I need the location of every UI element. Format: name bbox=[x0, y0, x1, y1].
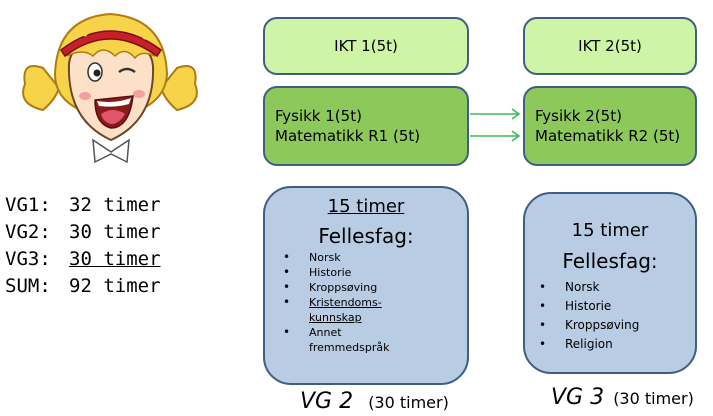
vg3-fellesfag-title: Fellesfag: bbox=[562, 249, 658, 273]
vg3-label-main: VG 3 bbox=[551, 385, 605, 410]
girl-cartoon-illustration bbox=[22, 12, 198, 164]
vg2-math-label: Matematikk R1 (5t) bbox=[275, 127, 421, 145]
vg2-fellesfag-box: 15 timer Fellesfag: Norsk Historie Kropp… bbox=[263, 186, 469, 385]
vg3-label-sub: (30 timer) bbox=[613, 389, 694, 408]
list-item: Kroppsøving bbox=[283, 280, 433, 295]
vg2-subject-list: Norsk Historie Kroppsøving Kristendoms-k… bbox=[283, 250, 433, 355]
vg2-science-list: Fysikk 1(5t) Matematikk R1 (5t) bbox=[275, 106, 420, 146]
vg2-hours: 15 timer bbox=[327, 196, 405, 217]
list-item: Kristendoms-kunnskap bbox=[283, 295, 399, 325]
vg3-math-label: Matematikk R2 (5t) bbox=[535, 127, 681, 145]
vg2-ikt-box: IKT 1(5t) bbox=[263, 17, 469, 75]
stat-label: SUM: bbox=[5, 275, 51, 297]
vg3-column-label: VG 3 (30 timer) bbox=[551, 385, 694, 410]
progression-arrows bbox=[470, 108, 521, 142]
stat-label: VG1: bbox=[5, 194, 51, 216]
vg2-science-box: Fysikk 1(5t) Matematikk R1 (5t) bbox=[263, 86, 469, 166]
list-item: Kroppsøving bbox=[539, 316, 689, 335]
stat-value: 30 timer bbox=[69, 221, 161, 243]
vg2-column-label: VG 2 (30 timer) bbox=[300, 389, 449, 414]
list-item: Religion bbox=[539, 335, 689, 354]
vg2-ikt-label: IKT 1(5t) bbox=[334, 37, 398, 55]
vg3-subject-list: Norsk Historie Kroppsøving Religion bbox=[539, 278, 689, 354]
vg2-label-main: VG 2 bbox=[300, 389, 354, 414]
list-item-text: Kristendoms-kunnskap bbox=[309, 296, 382, 324]
stat-label: VG3: bbox=[5, 248, 51, 270]
vg3-science-box: Fysikk 2(5t) Matematikk R2 (5t) bbox=[523, 86, 697, 166]
left-pigtail bbox=[22, 65, 61, 112]
vg3-science-list: Fysikk 2(5t) Matematikk R2 (5t) bbox=[535, 106, 680, 146]
vg3-ikt-box: IKT 2(5t) bbox=[523, 17, 697, 75]
vg3-fellesfag-box: 15 timer Fellesfag: Norsk Historie Kropp… bbox=[523, 192, 697, 374]
headband bbox=[59, 30, 163, 58]
vg2-fellesfag-title: Fellesfag: bbox=[318, 224, 414, 248]
stat-row-vg2: VG2: 30 timer bbox=[5, 219, 161, 246]
list-item: Historie bbox=[539, 297, 689, 316]
vg3-physics-label: Fysikk 2(5t) bbox=[535, 107, 622, 125]
list-item-text: Annet fremmedspråk bbox=[309, 326, 390, 354]
vg3-hours: 15 timer bbox=[571, 220, 649, 241]
vg3-ikt-label: IKT 2(5t) bbox=[578, 37, 642, 55]
stat-label: VG2: bbox=[5, 221, 51, 243]
vg2-label-sub: (30 timer) bbox=[368, 393, 449, 412]
right-pigtail bbox=[159, 65, 198, 112]
list-item: Annet fremmedspråk bbox=[283, 325, 399, 355]
stat-value: 92 timer bbox=[69, 275, 161, 297]
stat-value: 32 timer bbox=[69, 194, 161, 216]
hours-summary: VG1: 32 timer VG2: 30 timer VG3: 30 timer S… bbox=[5, 192, 161, 300]
list-item: Norsk bbox=[539, 278, 689, 297]
list-item: Historie bbox=[283, 265, 433, 280]
stat-row-vg3: VG3: 30 timer bbox=[5, 246, 161, 273]
list-item: Norsk bbox=[283, 250, 433, 265]
stat-row-sum: SUM: 92 timer bbox=[5, 273, 161, 300]
stat-row-vg1: VG1: 32 timer bbox=[5, 192, 161, 219]
collar bbox=[92, 138, 130, 164]
vg2-physics-label: Fysikk 1(5t) bbox=[275, 107, 362, 125]
stat-value: 30 timer bbox=[69, 248, 161, 270]
